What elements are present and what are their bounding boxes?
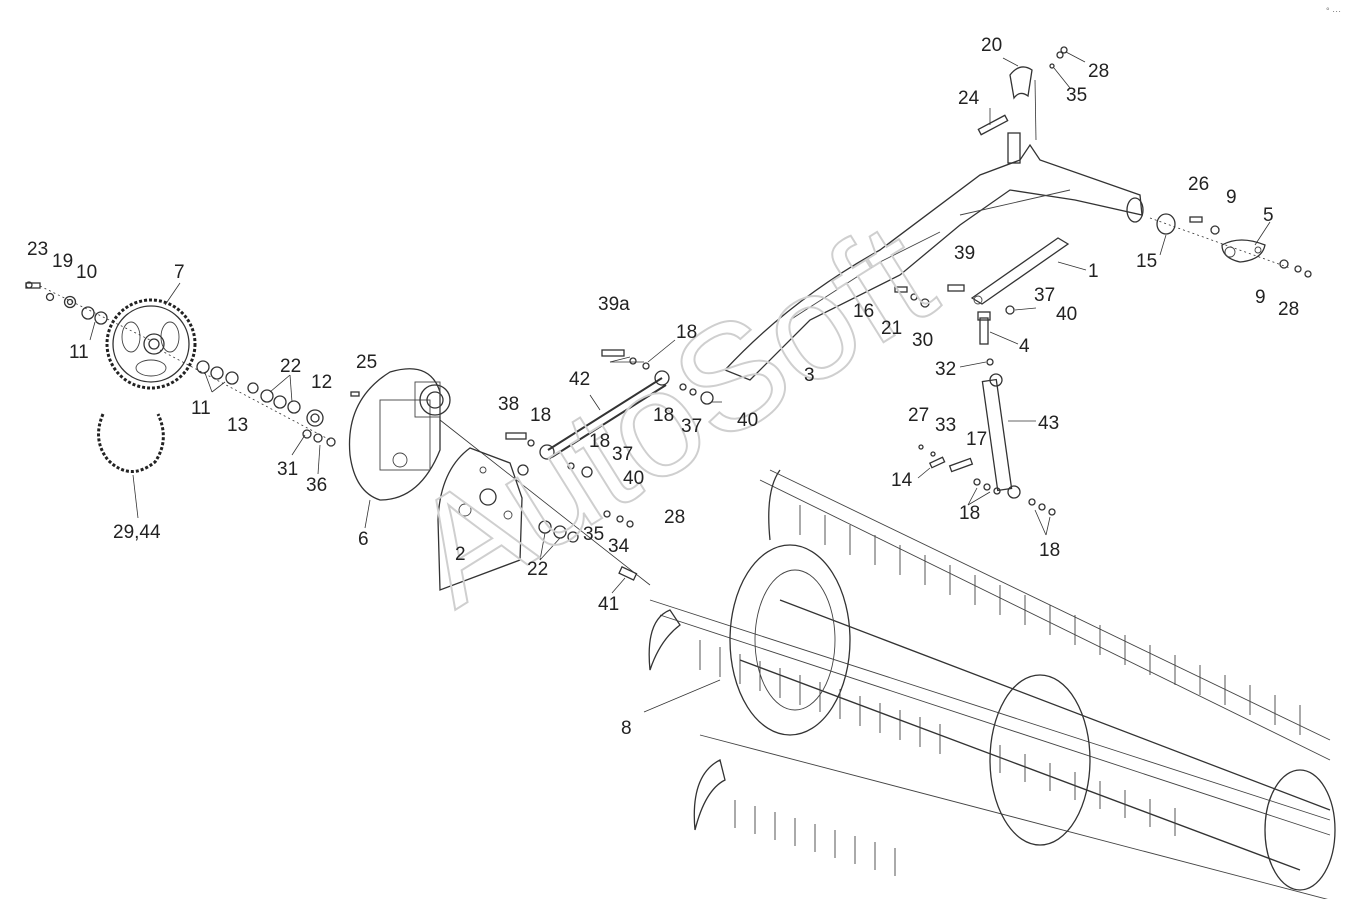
callout-3: 3: [804, 365, 815, 386]
callout-43: 43: [1038, 413, 1059, 434]
link-1: [970, 237, 1070, 305]
nut-10: [63, 295, 77, 309]
callout-10: 10: [76, 262, 97, 283]
washer-19: [45, 292, 55, 302]
callout-11-mid: 11: [191, 398, 211, 419]
callout-leaders: [89, 51, 1271, 713]
mounting-plate-2: [437, 447, 529, 591]
washer-37-right: [1005, 305, 1015, 315]
callout-22-upper: 22: [280, 356, 301, 377]
callout-11-left: 11: [69, 342, 89, 363]
chain-29-44: [97, 413, 165, 473]
callout-40-c: 40: [1056, 304, 1077, 325]
nut-28-top: [1060, 46, 1068, 54]
callout-37-c: 37: [1034, 285, 1055, 306]
bolt-24: [977, 114, 1009, 136]
callout-39: 39: [954, 243, 975, 264]
pin-4: [977, 311, 991, 345]
rings-11-left: [81, 306, 108, 325]
callout-18-a: 18: [530, 405, 551, 426]
bolt-26: [1189, 216, 1203, 223]
callout-42: 42: [569, 369, 590, 390]
bracket-5: [1221, 239, 1266, 263]
hydraulic-cylinder-42: [505, 349, 722, 460]
callout-2: 2: [455, 544, 466, 565]
nut-28-right-b: [1304, 270, 1312, 278]
callout-28-mid: 28: [664, 507, 685, 528]
callout-31: 31: [277, 459, 298, 480]
callout-labels: 23 19 10 7 11 11 22 12 13 31 36 25 6 29,…: [27, 35, 1299, 739]
bolt-23: [25, 281, 41, 289]
callout-28-top: 28: [1088, 61, 1109, 82]
callout-18-c: 18: [653, 405, 674, 426]
callout-23: 23: [27, 239, 48, 260]
callout-8: 8: [621, 718, 632, 739]
callout-27: 27: [908, 405, 929, 426]
washer-35-top: [1049, 63, 1055, 69]
callout-32: 32: [935, 359, 956, 380]
callout-29-44: 29,44: [113, 522, 161, 543]
callout-18-e: 18: [959, 503, 980, 524]
pin-39: [947, 284, 965, 292]
spacer-rings: [196, 360, 336, 447]
callout-18-d: 18: [589, 431, 610, 452]
callout-35-top: 35: [1066, 85, 1087, 106]
assembly-lines: [39, 79, 1291, 586]
callout-26: 26: [1188, 174, 1209, 195]
bolt-25: [350, 391, 360, 397]
hydraulic-cylinder-43: [981, 373, 1021, 499]
callout-1: 1: [1088, 261, 1099, 282]
callout-7: 7: [174, 262, 185, 283]
nut-28-top-b: [1056, 51, 1064, 59]
reel-arm-3: [723, 132, 1144, 381]
callout-37-b: 37: [612, 444, 633, 465]
reel-assembly-8: [648, 469, 1336, 899]
callout-17: 17: [966, 429, 987, 450]
nut-28-right: [1294, 265, 1302, 273]
guard-20: [1009, 66, 1033, 100]
callout-20: 20: [981, 35, 1002, 56]
callout-37-a: 37: [681, 416, 702, 437]
small-hardware-21-30: [894, 286, 930, 308]
callout-14: 14: [891, 470, 913, 491]
callout-6: 6: [358, 529, 369, 550]
callout-9-top: 9: [1226, 187, 1237, 208]
callout-13: 13: [227, 415, 248, 436]
callout-22-lower: 22: [527, 559, 548, 580]
callout-40-b: 40: [623, 468, 644, 489]
callout-35-mid: 35: [583, 524, 604, 545]
callout-36: 36: [306, 475, 327, 496]
callout-18-f: 18: [1039, 540, 1060, 561]
callout-24: 24: [958, 88, 980, 109]
callout-21: 21: [881, 318, 902, 339]
callout-34: 34: [608, 536, 630, 557]
gearbox-housing-6: [348, 368, 451, 501]
callout-40-a: 40: [737, 410, 758, 431]
bushing-15: [1156, 213, 1176, 235]
ring-32: [986, 358, 994, 366]
callout-39a: 39a: [598, 294, 630, 315]
callout-28-right: 28: [1278, 299, 1299, 320]
callout-25: 25: [356, 352, 377, 373]
callout-16: 16: [853, 301, 874, 322]
callout-12: 12: [311, 372, 332, 393]
callout-4: 4: [1019, 336, 1030, 357]
callout-41: 41: [598, 594, 619, 615]
parts-drawing: [25, 46, 1336, 899]
callout-38: 38: [498, 394, 519, 415]
callout-15: 15: [1136, 251, 1157, 272]
callout-9-bottom: 9: [1255, 287, 1266, 308]
callout-5: 5: [1263, 205, 1274, 226]
washer-9-top: [1210, 225, 1220, 235]
callout-33: 33: [935, 415, 956, 436]
hardware-17-14-27-33: [918, 444, 1056, 516]
callout-30: 30: [912, 330, 933, 351]
washer-9-bottom: [1279, 259, 1289, 269]
callout-18-b: 18: [676, 322, 697, 343]
corner-mark: ° ···: [1326, 6, 1341, 16]
sprocket-7: [105, 298, 197, 390]
callout-19: 19: [52, 251, 73, 272]
